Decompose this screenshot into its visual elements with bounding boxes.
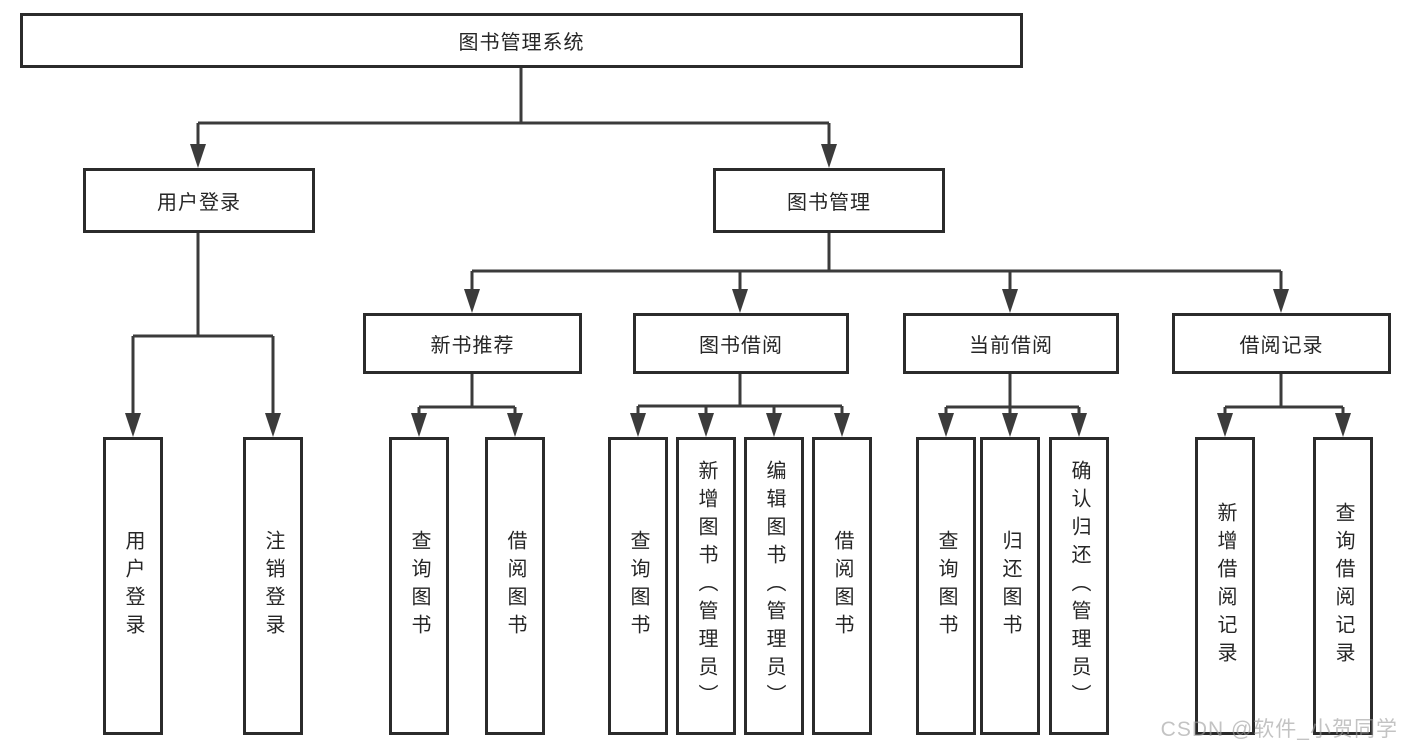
csdn-watermark: CSDN @软件_小贺同学 bbox=[1160, 718, 1398, 741]
leaf-query-books: 查询图书 bbox=[608, 437, 668, 735]
leaf-label: 借阅图书 bbox=[831, 530, 853, 642]
leaf-edit-books-admin: 编辑图书（管理员） bbox=[744, 437, 804, 735]
leaf-label: 注销登录 bbox=[262, 530, 284, 642]
leaf-confirm-return-admin: 确认归还（管理员） bbox=[1049, 437, 1109, 735]
leaf-add-borrow-record: 新增借阅记录 bbox=[1195, 437, 1255, 735]
node-user-login: 用户登录 bbox=[83, 168, 315, 233]
connector-new-books bbox=[417, 374, 517, 416]
leaf-label: 查询图书 bbox=[408, 530, 430, 642]
connector-book-borrowing bbox=[636, 374, 844, 416]
node-borrow-records: 借阅记录 bbox=[1172, 313, 1391, 374]
node-label: 借阅记录 bbox=[1239, 335, 1324, 357]
connector-current-borrowing bbox=[944, 374, 1081, 416]
leaf-borrow-books: 借阅图书 bbox=[812, 437, 872, 735]
leaf-return-books: 归还图书 bbox=[980, 437, 1040, 735]
connector-user-login bbox=[131, 233, 275, 416]
connector-borrow-records bbox=[1223, 374, 1345, 416]
leaf-query-borrow-record: 查询借阅记录 bbox=[1313, 437, 1373, 735]
node-new-book-recommend: 新书推荐 bbox=[363, 313, 582, 374]
node-book-management: 图书管理 bbox=[713, 168, 945, 233]
node-label: 用户登录 bbox=[157, 192, 241, 214]
leaf-query-books: 查询图书 bbox=[916, 437, 976, 735]
node-current-borrowing: 当前借阅 bbox=[903, 313, 1119, 374]
node-label: 图书管理 bbox=[787, 192, 871, 214]
node-library-management-system: 图书管理系统 bbox=[20, 13, 1023, 68]
leaf-label: 归还图书 bbox=[999, 530, 1021, 642]
leaf-label: 查询借阅记录 bbox=[1332, 502, 1354, 670]
node-label: 图书管理系统 bbox=[458, 32, 585, 54]
leaf-user-login: 用户登录 bbox=[103, 437, 163, 735]
leaf-label: 用户登录 bbox=[122, 530, 144, 642]
leaf-label: 新增借阅记录 bbox=[1214, 502, 1236, 670]
leaf-label: 借阅图书 bbox=[504, 530, 526, 642]
leaf-label: 查询图书 bbox=[935, 530, 957, 642]
node-book-borrowing: 图书借阅 bbox=[633, 313, 849, 374]
leaf-query-books: 查询图书 bbox=[389, 437, 449, 735]
leaf-logout: 注销登录 bbox=[243, 437, 303, 735]
leaf-label: 新增图书（管理员） bbox=[695, 460, 717, 712]
connector-book-management bbox=[470, 233, 1283, 292]
arrowheads bbox=[125, 144, 1351, 437]
leaf-label: 确认归还（管理员） bbox=[1068, 460, 1090, 712]
leaf-label: 编辑图书（管理员） bbox=[763, 460, 785, 712]
node-label: 当前借阅 bbox=[969, 335, 1053, 357]
connector-root bbox=[196, 68, 831, 146]
leaf-label: 查询图书 bbox=[627, 530, 649, 642]
node-label: 图书借阅 bbox=[699, 335, 783, 357]
leaf-add-books-admin: 新增图书（管理员） bbox=[676, 437, 736, 735]
node-label: 新书推荐 bbox=[430, 335, 515, 357]
leaf-borrow-books: 借阅图书 bbox=[485, 437, 545, 735]
